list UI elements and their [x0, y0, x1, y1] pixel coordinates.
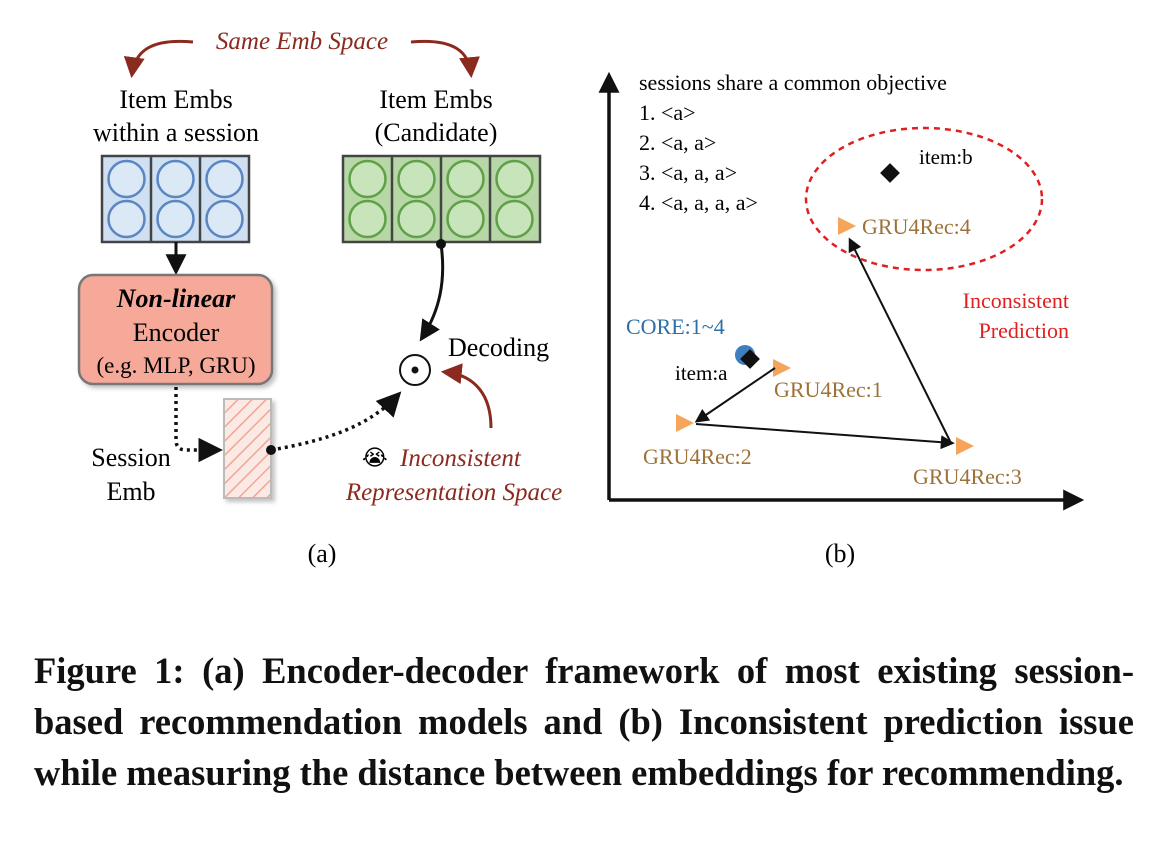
encoder-line2: Encoder: [133, 318, 220, 347]
gru2-marker: [676, 414, 694, 432]
item-embs-session-label-2: within a session: [93, 118, 259, 147]
panel-b: sessions share a common objective 1. <a>…: [598, 70, 1085, 568]
figure-1: Same Emb Space Item Embs within a sessio…: [77, 28, 1085, 568]
session-emb-label-1: Session: [91, 443, 170, 472]
encoder-to-session-emb-arrow: [174, 387, 223, 463]
session-emb-vector: [223, 398, 272, 499]
session-3: 3. <a, a, a>: [639, 160, 737, 185]
encoder-line3: (e.g. MLP, GRU): [96, 353, 255, 378]
same-space-arrow-left: [123, 39, 194, 79]
gru3-label: GRU4Rec:3: [913, 464, 1022, 489]
gru1-label: GRU4Rec:1: [774, 377, 883, 402]
gru1-marker: [773, 359, 791, 377]
item-b-label: item:b: [919, 145, 973, 169]
session-item-embeddings: [100, 154, 251, 244]
item-a-label: item:a: [675, 361, 728, 385]
inconsistent-label-1: Inconsistent: [399, 445, 522, 472]
item-a-marker: [740, 349, 760, 369]
candidate-item-embeddings: [341, 154, 542, 244]
core-label: CORE:1~4: [626, 314, 725, 339]
gru1-to-gru2-arrow: [694, 367, 776, 423]
encoder-box: Non-linear Encoder (e.g. MLP, GRU): [77, 273, 274, 386]
caption-figure-label: Figure 1:: [34, 650, 185, 691]
session-emb-to-decoding-arrow: [270, 391, 402, 452]
inconsistent-arrow: [440, 363, 493, 429]
objective-title: sessions share a common objective: [639, 70, 947, 95]
inconsistent-region: [804, 126, 1044, 272]
figure-caption: Figure 1: (a) Encoder-decoder framework …: [34, 645, 1134, 798]
panel-a: Same Emb Space Item Embs within a sessio…: [77, 28, 562, 568]
panel-b-label: (b): [825, 539, 855, 568]
gru4-label: GRU4Rec:4: [862, 214, 971, 239]
session-2: 2. <a, a>: [639, 130, 716, 155]
encoder-title: Non-linear: [116, 284, 236, 313]
panel-a-label: (a): [308, 539, 337, 568]
gru3-marker: [956, 437, 974, 455]
item-b-marker: [880, 163, 900, 183]
same-space-arrow-right: [410, 39, 480, 79]
inconsistent-label-2: Representation Space: [345, 479, 562, 506]
decoding-label: Decoding: [448, 333, 549, 362]
candidate-to-decoding-arrow: [419, 243, 445, 342]
caption-text: (a) Encoder-decoder framework of most ex…: [34, 650, 1135, 793]
gru3-to-gru4-arrow: [848, 237, 951, 442]
same-emb-space-label: Same Emb Space: [216, 28, 388, 55]
gru2-label: GRU4Rec:2: [643, 444, 752, 469]
item-embs-session-label-1: Item Embs: [119, 85, 232, 114]
crying-emoji: 😭: [362, 446, 388, 471]
session-1: 1. <a>: [639, 100, 696, 125]
item-embs-candidate-label-2: (Candidate): [375, 118, 498, 147]
session-emb-label-2: Emb: [106, 477, 155, 506]
session-4: 4. <a, a, a, a>: [639, 190, 758, 215]
inconsistent-prediction-label-2: Prediction: [979, 318, 1069, 343]
gru4-marker: [838, 217, 856, 235]
item-embs-candidate-label-1: Item Embs: [379, 85, 492, 114]
inconsistent-prediction-label-1: Inconsistent: [963, 288, 1069, 313]
gru2-to-gru3-arrow: [695, 423, 955, 450]
